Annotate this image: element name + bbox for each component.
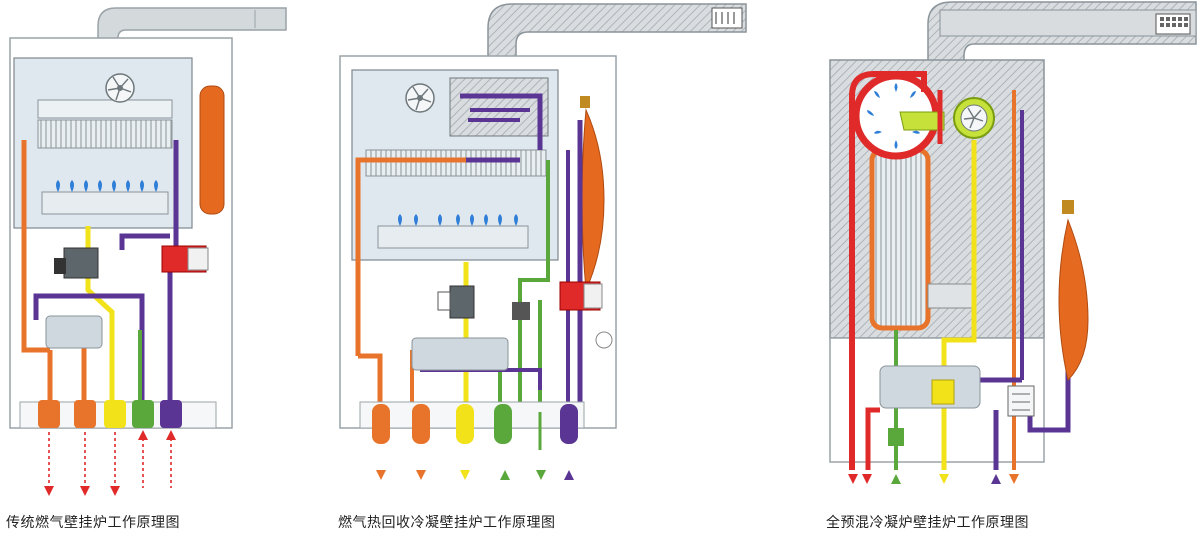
gas-valve [63, 247, 99, 279]
gas-valve [449, 285, 475, 319]
expansion-tank-icon [1058, 218, 1089, 381]
flue-pipe [487, 3, 747, 95]
flame-icon [867, 83, 920, 149]
condensing-exchanger [869, 147, 931, 331]
plate-heat-exchanger [879, 365, 981, 409]
condensing-exchanger [449, 77, 549, 137]
arrow-icon [48, 432, 172, 488]
fan-icon [953, 97, 995, 139]
pump-icon [1007, 385, 1035, 417]
caption-heat-recovery: 燃气热回收冷凝壁挂炉工作原理图 [338, 515, 556, 531]
caption-traditional: 传统燃气壁挂炉工作原理图 [6, 515, 180, 531]
expansion-tank-icon [199, 85, 225, 215]
flame-icon [56, 180, 158, 192]
heat-exchanger [37, 119, 173, 149]
caption-full-premix: 全预混冷凝炉壁挂炉工作原理图 [826, 515, 1029, 531]
burner [377, 225, 529, 249]
gas-valve [931, 379, 955, 405]
boiler-heat-recovery [339, 3, 747, 480]
boiler-full-premix [829, 1, 1197, 484]
plate-heat-exchanger [45, 315, 103, 349]
flame-icon [398, 214, 518, 226]
arrow-icon [376, 470, 574, 480]
plate-heat-exchanger [411, 337, 509, 371]
flue-pipe [97, 7, 287, 63]
boiler-traditional [9, 7, 287, 496]
heat-exchanger [365, 149, 547, 177]
fan-icon [105, 73, 135, 103]
fan-icon [405, 83, 435, 113]
arrow-icon [848, 474, 1019, 484]
burner [41, 191, 169, 215]
